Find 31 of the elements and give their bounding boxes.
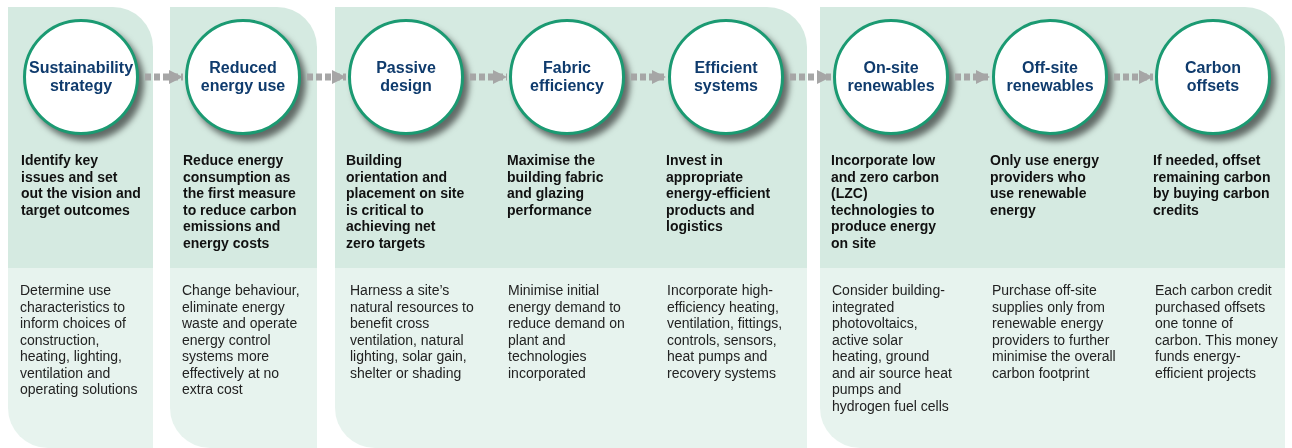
- step-title: Off-site renewables: [1005, 59, 1095, 95]
- step-title: Carbon offsets: [1184, 59, 1242, 95]
- step-title: Sustainability strategy: [29, 59, 133, 95]
- step-summary: Reduce energy consumption as the first measure to reduce carbon emissions and energy costs: [183, 152, 298, 251]
- step-description: Harness a site’s natural resources to benefit cross ventilation, natural lighting, solar gain, shelter or shading: [350, 282, 474, 381]
- arrow: [307, 70, 346, 84]
- step-title: Passive design: [375, 59, 437, 95]
- column-panel: [335, 7, 807, 448]
- step-description: Minimise initial energy demand to reduce demand on plant and technologies incorporated: [508, 282, 626, 381]
- step-description: Consider building-integrated photovoltaics, active solar heating, ground and air source heat pumps and hydrogen fuel cells: [832, 282, 953, 414]
- step-summary: Maximise the building fabric and glazing performance: [507, 152, 605, 218]
- arrow: [790, 70, 831, 84]
- step-description: Each carbon credit purchased offsets one tonne of carbon. This money funds energy-efficient projects: [1155, 282, 1279, 381]
- step-summary: Identify key issues and set out the vision and target outcomes: [21, 152, 142, 218]
- step-description: Incorporate high-efficiency heating, ventilation, fittings, controls, sensors, heat pumps and recovery systems: [667, 282, 784, 381]
- step-title: Fabric efficiency: [529, 59, 605, 95]
- column-panel: [8, 7, 153, 448]
- step-description: Purchase off-site supplies only from renewable energy providers to further minimise the overall carbon footprint: [992, 282, 1116, 381]
- step-summary: If needed, offset remaining carbon by buying carbon credits: [1153, 152, 1272, 218]
- arrow: [145, 70, 183, 84]
- step-title: On-site renewables: [846, 59, 936, 95]
- column-panel: [820, 7, 1285, 448]
- step-summary: Incorporate low and zero carbon (LZC) technologies to produce energy on site: [831, 152, 941, 251]
- step-description: Determine use characteristics to inform choices of construction, heating, lighting, ventilation and operating solutions: [20, 282, 139, 398]
- step-summary: Invest in appropriate energy-efficient products and logistics: [666, 152, 772, 235]
- column-panel: [170, 7, 317, 448]
- step-title: Efficient systems: [692, 59, 759, 95]
- step-summary: Only use energy providers who use renewable energy: [990, 152, 1100, 218]
- step-description: Change behaviour, eliminate energy waste and operate energy control systems more effectively at no extra cost: [182, 282, 301, 398]
- step-title: Reduced energy use: [199, 59, 287, 95]
- step-summary: Building orientation and placement on site is critical to achieving net zero targets: [346, 152, 466, 251]
